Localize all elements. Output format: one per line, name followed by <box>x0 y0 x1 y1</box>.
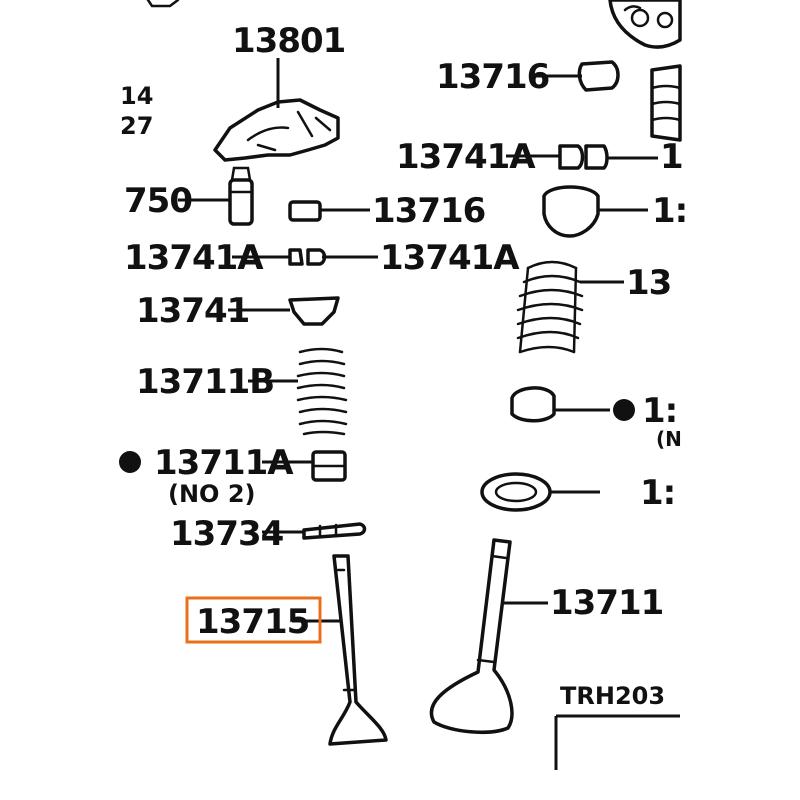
part-note-cutoff-5: (N <box>656 427 682 451</box>
intake-valve-part <box>429 538 514 734</box>
rocker-arm-part <box>213 98 340 162</box>
lash-adjuster-part <box>228 166 254 226</box>
part-label-27: 27 <box>120 112 153 140</box>
model-code-label: TRH203 <box>560 682 665 710</box>
cylinder-head-partial <box>608 0 682 49</box>
part-label-cutoff-6: 1: <box>640 473 675 513</box>
part-label-750: 750 <box>124 181 192 221</box>
valve-keepers-part-right <box>558 144 609 170</box>
bullet-dot-left <box>119 451 141 473</box>
spring-retainer-part-right <box>542 185 600 238</box>
bullet-dot-right <box>613 399 635 421</box>
part-label-cutoff-1: 1 <box>660 137 683 177</box>
highlight-box-13715 <box>185 596 322 644</box>
part-label-cutoff-2: 1: <box>652 191 687 231</box>
part-label-13741a-mid: 13741A <box>380 238 520 278</box>
cutoff-top-left-part <box>146 0 180 8</box>
part-label-13716-top: 13716 <box>436 57 549 97</box>
part-label-cutoff-3: 13 <box>626 263 671 303</box>
right-edge-spring-partial <box>650 64 682 142</box>
valve-guide-part <box>302 522 367 540</box>
exhaust-valve-part <box>328 554 388 746</box>
part-label-13734: 13734 <box>170 514 284 554</box>
part-label-14: 14 <box>120 82 153 110</box>
part-label-13741: 13741 <box>136 291 249 331</box>
part-label-13801: 13801 <box>232 21 345 61</box>
spring-retainer-part <box>288 296 340 326</box>
part-label-13716-mid: 13716 <box>372 191 485 231</box>
part-label-13711a: 13711A <box>154 443 294 483</box>
part-label-cutoff-4: 1: <box>642 391 677 431</box>
valve-keepers-part-mid <box>288 248 327 266</box>
part-note-no2: (NO 2) <box>168 480 255 508</box>
part-label-13741a-left: 13741A <box>124 238 264 278</box>
valve-spring-part-small <box>296 347 348 436</box>
spring-seat-part <box>311 450 347 482</box>
valve-spring-part-large <box>516 260 584 354</box>
retainer-tab-part-top <box>577 60 620 92</box>
part-label-13741a-right: 13741A <box>396 137 536 177</box>
spring-seat-part-right <box>510 386 556 423</box>
part-label-13715[interactable]: 13715 <box>196 602 310 642</box>
part-label-13711b: 13711B <box>136 362 274 402</box>
part-label-13711: 13711 <box>550 583 663 623</box>
retainer-tab-part <box>288 200 322 222</box>
washer-ring-part <box>480 472 552 512</box>
